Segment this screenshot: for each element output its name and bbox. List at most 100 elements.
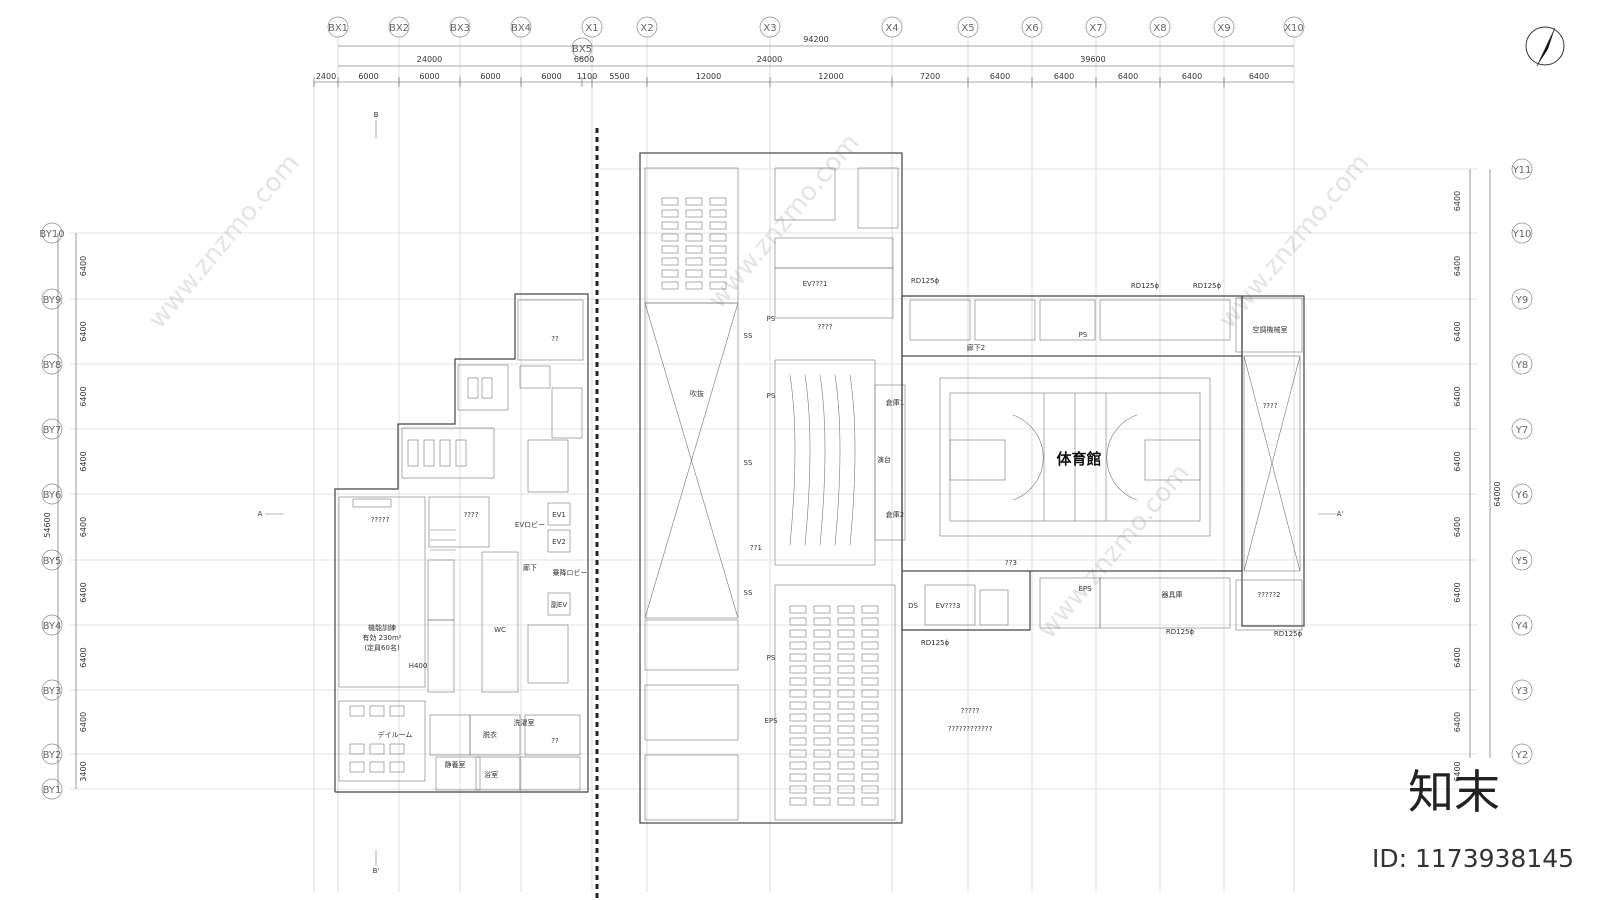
grid-tag-BY3 bbox=[41, 679, 63, 701]
section-a: A bbox=[258, 510, 263, 518]
desk bbox=[685, 221, 703, 230]
desk bbox=[813, 677, 831, 686]
grid-tag-label: BY7 bbox=[43, 425, 62, 436]
room-store2: 倉庫2 bbox=[886, 510, 904, 519]
room-q-gym2: ?????2 bbox=[1257, 591, 1280, 599]
grid-tag-X10 bbox=[1283, 16, 1305, 38]
desk bbox=[861, 725, 879, 734]
grid-tag-BX5 bbox=[571, 37, 593, 59]
room-rd2: RD125ϕ bbox=[1131, 282, 1160, 290]
room-gym-storage: 器具庫 bbox=[1162, 590, 1183, 599]
room-machine: 空調機械室 bbox=[1253, 325, 1288, 334]
svg-text:www.znzmo.com: www.znzmo.com bbox=[702, 128, 865, 314]
svg-text:www.znzmo.com: www.znzmo.com bbox=[1032, 458, 1195, 644]
room-bath: 浴室 bbox=[484, 770, 498, 779]
grid-tag-label: BY4 bbox=[43, 621, 62, 632]
desk bbox=[685, 209, 703, 218]
grid-tag-Y7 bbox=[1511, 418, 1533, 440]
grid-tag-Y2 bbox=[1511, 743, 1533, 765]
desk bbox=[861, 677, 879, 686]
grid-tag-BY2 bbox=[41, 743, 63, 765]
grid-tag-label: BY8 bbox=[43, 360, 62, 371]
room-q-center2: ??1 bbox=[750, 544, 762, 552]
grid-tag-BX3 bbox=[449, 16, 471, 38]
desk bbox=[813, 701, 831, 710]
desk bbox=[861, 665, 879, 674]
desk bbox=[789, 641, 807, 650]
room-day-room: デイルーム bbox=[378, 730, 413, 739]
room-rd1: RD125ϕ bbox=[911, 277, 940, 285]
dim-row3-label: 6000 bbox=[419, 72, 439, 81]
dim-row3-label: 6000 bbox=[541, 72, 561, 81]
room-ps2: PS bbox=[767, 392, 776, 400]
desk bbox=[837, 641, 855, 650]
desk bbox=[837, 761, 855, 770]
grid-tag-BY9 bbox=[41, 288, 63, 310]
dim-row3-label: 6000 bbox=[358, 72, 378, 81]
room-training-area: 有効 230m² bbox=[362, 633, 401, 642]
room-ss2: SS bbox=[744, 459, 753, 467]
desk bbox=[789, 617, 807, 626]
dim-row2-label: 24000 bbox=[757, 55, 782, 64]
grid-tag-X2 bbox=[636, 16, 658, 38]
grid-tag-label: BY10 bbox=[39, 229, 64, 240]
desk bbox=[789, 701, 807, 710]
grid-tag-label: BY6 bbox=[43, 490, 62, 501]
desk bbox=[861, 689, 879, 698]
grid-tag-label: X3 bbox=[763, 23, 776, 34]
dim-left-label: 6400 bbox=[79, 386, 88, 406]
grid-tag-Y4 bbox=[1511, 614, 1533, 636]
section-b-prime: B' bbox=[373, 867, 380, 875]
room-training-capacity: (定員60名) bbox=[364, 643, 400, 652]
room-q-outside1: ????? bbox=[961, 707, 980, 715]
desk bbox=[709, 257, 727, 266]
grid-tag-label: Y3 bbox=[1515, 686, 1528, 697]
left-building bbox=[334, 293, 589, 793]
desk bbox=[661, 245, 679, 254]
room-atrium: 吹抜 bbox=[690, 389, 704, 398]
desk bbox=[837, 629, 855, 638]
classroom-desks-a bbox=[661, 197, 727, 290]
dim-left-label: 6400 bbox=[79, 256, 88, 276]
grid-tag-label: Y6 bbox=[1515, 490, 1528, 501]
grid-tag-label: Y9 bbox=[1515, 295, 1528, 306]
desk bbox=[837, 689, 855, 698]
room-store1: 倉庫1 bbox=[886, 398, 904, 407]
room-ps3: PS bbox=[767, 654, 776, 662]
grid-tag-label: Y8 bbox=[1515, 360, 1528, 371]
desk bbox=[685, 281, 703, 290]
dim-right-label: 6400 bbox=[1453, 582, 1462, 602]
room-wc-left: WC bbox=[494, 626, 506, 634]
dim-left-label: 6400 bbox=[79, 321, 88, 341]
dim-row3-label: 6400 bbox=[1182, 72, 1202, 81]
desk bbox=[861, 629, 879, 638]
grid-tag-X3 bbox=[759, 16, 781, 38]
room-corridor: 廊下 bbox=[523, 563, 537, 572]
section-a-prime: A' bbox=[1337, 510, 1344, 518]
desk bbox=[837, 797, 855, 806]
room-ev-1: EV???1 bbox=[803, 280, 828, 288]
grid-tag-Y6 bbox=[1511, 483, 1533, 505]
right-building bbox=[901, 295, 1305, 631]
desk bbox=[709, 209, 727, 218]
grid-tag-Y10 bbox=[1511, 222, 1533, 244]
room-stage: 演台 bbox=[877, 455, 891, 464]
desk bbox=[709, 269, 727, 278]
desk bbox=[789, 653, 807, 662]
desk bbox=[813, 773, 831, 782]
grid-tag-label: X9 bbox=[1217, 23, 1230, 34]
dim-right-label: 6400 bbox=[1453, 321, 1462, 341]
dim-right-label: 6400 bbox=[1453, 256, 1462, 276]
room-q-center: ???? bbox=[818, 323, 833, 331]
desk bbox=[813, 653, 831, 662]
desk bbox=[813, 605, 831, 614]
dim-row2-label: 24000 bbox=[417, 55, 442, 64]
desk bbox=[685, 245, 703, 254]
desk bbox=[789, 665, 807, 674]
grid-tag-label: BX3 bbox=[450, 23, 470, 34]
dim-row3-label: 2400 bbox=[316, 72, 336, 81]
desk bbox=[685, 257, 703, 266]
desk bbox=[813, 629, 831, 638]
